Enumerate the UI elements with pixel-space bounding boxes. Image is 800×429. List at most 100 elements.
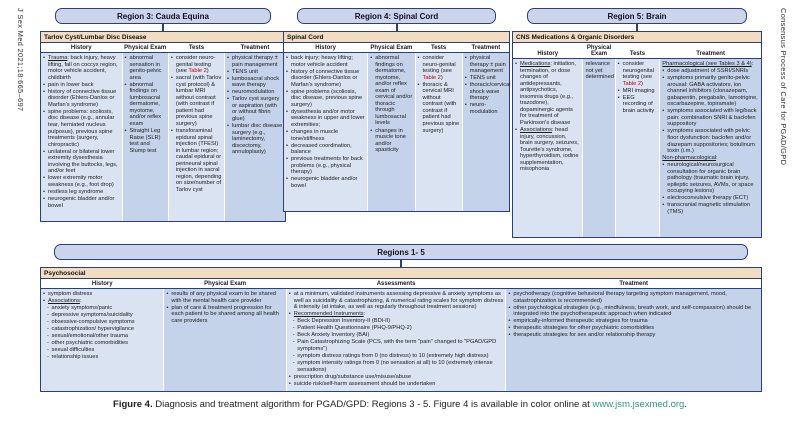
list-item: •consider neuro-genital testing (see Tab… (417, 55, 456, 81)
treatment-column-header: Treatment (659, 43, 761, 58)
list-item: •suicide risk/self-harm assessment shoul… (288, 380, 436, 387)
assessments-column: •at a minimum, validated instruments ass… (285, 289, 506, 391)
region4-header-pill: Region 4: Spinal Cord (296, 8, 497, 24)
list-item: •Trauma: back injury, heavy lifting, fal… (43, 55, 118, 81)
list-item: •symptoms associated with pelvic floor d… (662, 128, 755, 155)
region3-cauda-equina-section: Region 3: Cauda Equina Tarlov Cyst/Lumba… (40, 8, 286, 222)
tests-column-header: Tests (414, 43, 462, 52)
list-item: •dose adjustment of SSRI/SNRIs (662, 68, 749, 75)
list-item: •consider neuro-genital testing (see Tab… (170, 55, 216, 75)
list-item: •spine problems (scoliosis, disc disease… (286, 88, 363, 108)
region4-box: Spinal Cord History Physical Exam Tests … (283, 31, 511, 212)
region4-box-title: Spinal Cord (284, 32, 509, 43)
history-column: •back injury; heavy lifting; motor vehic… (284, 53, 368, 211)
list-item: •MRI imaging (617, 87, 655, 94)
physical-exam-column: •abnormal findings on dermatome, myotome… (367, 53, 415, 211)
list-item: •neurogenic bladder and/or bowel (286, 176, 358, 189)
treatment-column: •physical therapy ± pain management•TENS… (461, 53, 511, 211)
list-item: •unilateral or bilateral lower extremity… (43, 148, 118, 175)
article-title-sidetext: Consensus Process of Care for PGAD/GPD (779, 8, 788, 166)
list-item: •thoracic/cervical shock wave therapy (464, 82, 511, 102)
list-item: •Recommended Instruments: (288, 311, 366, 318)
physical-exam-column: •results of any physical exam to be shar… (163, 289, 286, 391)
list-item: •consider neurogenital testing (see Tabl… (617, 61, 654, 87)
list-item: •neurological/neurosurgical consultation… (662, 162, 754, 195)
physical-exam-column: •abnormal sensation in genito-pelvic are… (121, 53, 168, 221)
list-item: •Associations: (43, 298, 82, 305)
tests-column: •consider neurogenital testing (see Tabl… (614, 59, 660, 237)
list-item: -catastrophization/ hypervigilance (47, 326, 135, 333)
list-item: -Beck Anxiety Inventory (BAI) (292, 332, 370, 339)
treatment-column: •physical therapy ± pain management•TENS… (223, 53, 285, 221)
list-item: •thoracic & cervical MRI without contras… (417, 81, 460, 134)
list-item: •neuro-modulation (464, 102, 498, 115)
figure-caption-period: . (684, 399, 687, 410)
list-item: •transforaminal epidural spinal injectio… (170, 128, 222, 193)
connector-line (400, 260, 402, 267)
list-item: •EEG recording of brain activity (617, 94, 655, 114)
list-item: •plan of care & treatment progression fo… (166, 304, 279, 324)
list-item: •abnormal sensation in genito-pelvic are… (124, 55, 162, 81)
list-item: •Tarlov cyst surgery or aspiration (with… (226, 96, 280, 122)
region5-column-headers: History Physical Exam Tests Treatment (513, 43, 761, 59)
psychosocial-columns: •symptom distress•Associations:-anxiety … (41, 289, 761, 391)
list-item: •abnormal findings on dermatome, myotome… (370, 55, 413, 127)
tests-column: •consider neuro-genital testing (see Tab… (167, 53, 224, 221)
journal-url-link[interactable]: www.jsm.jsexmed.org (592, 399, 685, 410)
connector-line (395, 24, 398, 31)
region4-columns: •back injury; heavy lifting; motor vehic… (284, 53, 511, 211)
history-column: •symptom distress•Associations:-anxiety … (41, 289, 164, 391)
psychosocial-box: Psychosocial History Physical Exam Asses… (40, 267, 762, 392)
list-item: •neuromodulation (226, 89, 275, 96)
treatment-column-header: Treatment (505, 279, 761, 288)
psychosocial-column-headers: History Physical Exam Assessments Treatm… (41, 279, 761, 289)
physical-exam-column-header: Physical Exam (367, 43, 414, 52)
list-item: •physical therapy ± pain management (464, 55, 506, 75)
history-column-header: History (70, 45, 92, 51)
list-item: -anxiety symptoms/panic (47, 305, 113, 312)
tests-column-header: Tests (614, 43, 660, 58)
physical-exam-column: relevance not yet determined (582, 59, 615, 237)
region5-box: CNS Medications & Organic Disorders Hist… (512, 31, 762, 238)
list-item: -symptom intensity ratings from 0 (no se… (292, 359, 493, 373)
list-item: •transcranial magnetic stimulation (TMS) (662, 202, 751, 216)
regions1-5-header-pill: Regions 1- 5 (54, 244, 748, 260)
list-item: •symptoms primarily genito-pelvic arousa… (662, 75, 758, 108)
treatment-column: •psychotherapy (cognitive behavioral the… (505, 289, 761, 391)
list-item: •pain in lower back (43, 81, 94, 88)
list-item: •sacral (with Tarlov cyst protocol) & lu… (170, 75, 222, 127)
list-item: -Beck Depression Inventory-II (BDI-II) (292, 318, 391, 325)
tests-column-header: Tests (167, 43, 224, 52)
list-item: •TENS unit (226, 68, 258, 75)
list-item: •lumbar disc disease surgery (e.g., lami… (226, 122, 283, 156)
list-item: -relationship issues (47, 354, 99, 361)
list-item: •TENS unit (464, 75, 496, 82)
regions1-5-psychosocial-section: Regions 1- 5 Psychosocial History Physic… (40, 244, 762, 392)
figure-caption-text: Diagnosis and treatment algorithm for PG… (152, 399, 593, 410)
list-item: •spine problems: scoliosis, disc disease… (43, 108, 115, 148)
list-item: •decreased coordination, balance (286, 142, 352, 156)
treatment-column-header: Treatment (223, 43, 285, 52)
list-item: •at a minimum, validated instruments ass… (288, 291, 504, 311)
region4-spinal-cord-section: Region 4: Spinal Cord Spinal Cord Histor… (283, 8, 511, 212)
list-item: relevance not yet determined (585, 61, 614, 81)
physical-exam-column-header: Physical Exam (163, 279, 285, 288)
list-item: •changes in muscle tone and/or spasticit… (370, 127, 406, 154)
list-item: •Associations: head injury, concussion, … (515, 126, 579, 173)
list-item: •therapeutic strategies for other psychi… (508, 325, 655, 332)
connector-line (636, 24, 638, 31)
list-item: •back injury; heavy lifting; motor vehic… (286, 55, 353, 68)
physical-exam-column-header: Physical Exam (582, 43, 614, 58)
list-item: •Straight Leg Raise (SLR) test and Slump… (124, 128, 161, 154)
list-item: Non-pharmacological: (662, 155, 718, 162)
list-item: •physical therapy ± pain management (226, 55, 278, 68)
list-item: •other psychological strategies (e.g., m… (508, 304, 752, 318)
list-item: •restless leg syndrome (43, 188, 104, 195)
list-item: •abnormal findings on lumbosacral dermat… (124, 81, 162, 127)
list-item: •dysesthesia and/or motor weakness in up… (286, 108, 365, 128)
list-item: •changes in muscle tone/stiffness (286, 129, 339, 142)
treatment-column: Pharmacological (see Tables 3 & 4):•dose… (659, 59, 761, 237)
list-item: •prescription drug/substance use/misuse/… (288, 373, 412, 380)
list-item: •therapeutic strategies for sex and/or r… (508, 332, 656, 339)
tests-column: •consider neuro-genital testing (see Tab… (414, 53, 462, 211)
